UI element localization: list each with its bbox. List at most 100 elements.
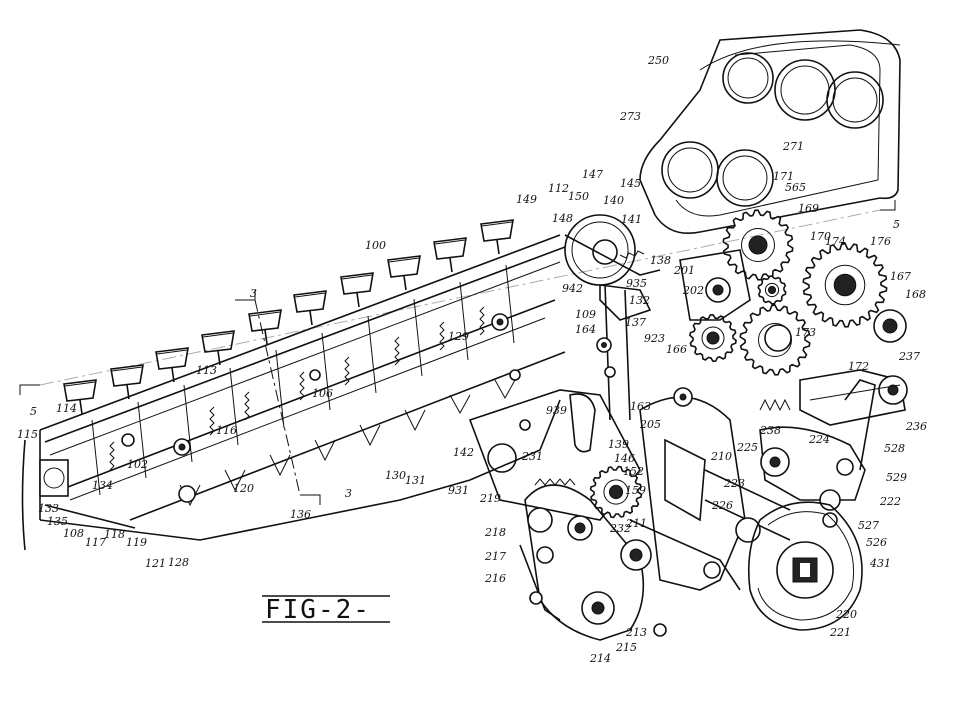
ref-numeral: 109 <box>575 308 596 321</box>
gear-train <box>689 209 907 376</box>
ref-numeral: 167 <box>890 270 911 283</box>
ref-numeral: 220 <box>835 608 857 621</box>
ref-numeral: 216 <box>484 572 506 585</box>
ref-numeral: 142 <box>453 446 474 459</box>
ref-numeral: 131 <box>405 474 426 487</box>
ref-numeral: 133 <box>38 502 59 515</box>
key-top <box>433 237 467 273</box>
key-top <box>63 379 97 415</box>
key-top <box>201 330 235 366</box>
ref-numeral: 3 <box>345 487 352 500</box>
ref-numeral: 176 <box>870 235 891 248</box>
ref-numeral: 221 <box>829 626 851 639</box>
ref-numeral: 931 <box>448 484 469 497</box>
ref-numeral: 205 <box>639 418 661 431</box>
ref-numeral: 130 <box>385 469 406 482</box>
ref-numeral: 528 <box>884 442 905 455</box>
ref-numeral: 223 <box>723 477 745 490</box>
ref-numeral: 526 <box>866 536 887 549</box>
key-row <box>63 219 514 415</box>
ref-numeral: 163 <box>630 400 651 413</box>
figure-title: FIG-2- <box>265 595 371 625</box>
ref-numeral: 148 <box>552 212 573 225</box>
key-top <box>340 272 374 308</box>
ref-numeral: 138 <box>650 254 671 267</box>
ref-numeral: 923 <box>644 332 665 345</box>
ref-numeral: 226 <box>711 499 733 512</box>
ref-numeral: 115 <box>17 428 38 441</box>
ref-numeral: 152 <box>623 465 644 478</box>
section-marks <box>19 200 896 505</box>
ref-numeral: 112 <box>548 182 569 195</box>
ref-numeral: 250 <box>647 54 669 67</box>
ref-numeral: 3 <box>250 287 257 300</box>
ref-numeral: 217 <box>484 550 506 563</box>
ref-numeral: 102 <box>127 458 148 471</box>
ref-numeral: 120 <box>233 482 254 495</box>
ref-numeral: 170 <box>810 230 831 243</box>
ref-numeral: 219 <box>479 492 501 505</box>
ref-numeral: 231 <box>521 450 543 463</box>
ref-numeral: 218 <box>484 526 506 539</box>
key-top <box>480 219 514 255</box>
ref-numeral: 135 <box>47 515 68 528</box>
ref-numeral: 132 <box>629 294 650 307</box>
ref-numeral: 141 <box>621 213 642 226</box>
ref-numeral: 166 <box>666 343 687 356</box>
ref-numeral: 113 <box>196 364 217 377</box>
ref-numeral: 213 <box>625 626 647 639</box>
gear-171 <box>722 209 794 281</box>
upper-plate <box>639 29 901 234</box>
ref-numeral: 147 <box>582 168 603 181</box>
ref-numeral: 149 <box>516 193 537 206</box>
ref-numeral: 140 <box>603 194 624 207</box>
key-top <box>248 309 282 345</box>
ref-numeral: 5 <box>893 218 900 231</box>
ref-numeral: 211 <box>625 517 647 530</box>
ref-numeral: 237 <box>898 350 920 363</box>
ref-numeral: 146 <box>614 452 635 465</box>
ref-numeral: 173 <box>795 326 816 339</box>
ref-numeral: 565 <box>785 181 806 194</box>
ref-numeral: 236 <box>905 420 927 433</box>
ref-numeral: 116 <box>216 424 237 437</box>
gear-139 <box>589 465 643 519</box>
gear-174 <box>757 275 787 305</box>
keyboard-frame <box>21 234 566 551</box>
ref-numeral: 168 <box>905 288 926 301</box>
ref-numeral: 232 <box>609 522 631 535</box>
ref-numeral: 431 <box>869 557 891 570</box>
right-mechanism <box>679 249 908 631</box>
ref-numeral: 942 <box>562 282 583 295</box>
ref-numeral: 171 <box>773 170 794 183</box>
ref-numeral: 271 <box>782 140 804 153</box>
ref-numeral: 225 <box>736 441 758 454</box>
ref-numeral: 172 <box>848 360 869 373</box>
ref-numeral: 174 <box>825 235 846 248</box>
ref-numeral: 136 <box>290 508 311 521</box>
gear-176 <box>802 242 888 328</box>
ref-numeral: 939 <box>546 404 567 417</box>
key-top <box>387 255 421 291</box>
ref-numeral: 201 <box>673 264 695 277</box>
ref-numeral: 134 <box>92 479 113 492</box>
ref-numeral: 5 <box>30 405 37 418</box>
ref-numeral: 210 <box>710 450 732 463</box>
ref-numeral: 202 <box>682 284 704 297</box>
ref-numeral: 129 <box>448 330 469 343</box>
ref-numeral: 529 <box>886 471 907 484</box>
ref-numeral: 935 <box>626 277 647 290</box>
ref-numeral: 150 <box>568 190 589 203</box>
ref-numeral: 100 <box>365 239 386 252</box>
ref-numeral: 119 <box>126 536 147 549</box>
ref-numeral: 238 <box>759 424 781 437</box>
ref-numeral: 117 <box>85 536 106 549</box>
ref-numeral: 214 <box>589 652 611 665</box>
ref-numeral: 273 <box>619 110 641 123</box>
ref-numeral: 114 <box>56 402 77 415</box>
ref-numeral: 215 <box>615 641 637 654</box>
ref-numeral: 106 <box>312 387 333 400</box>
ref-numeral: 128 <box>168 556 189 569</box>
key-top <box>155 347 189 383</box>
